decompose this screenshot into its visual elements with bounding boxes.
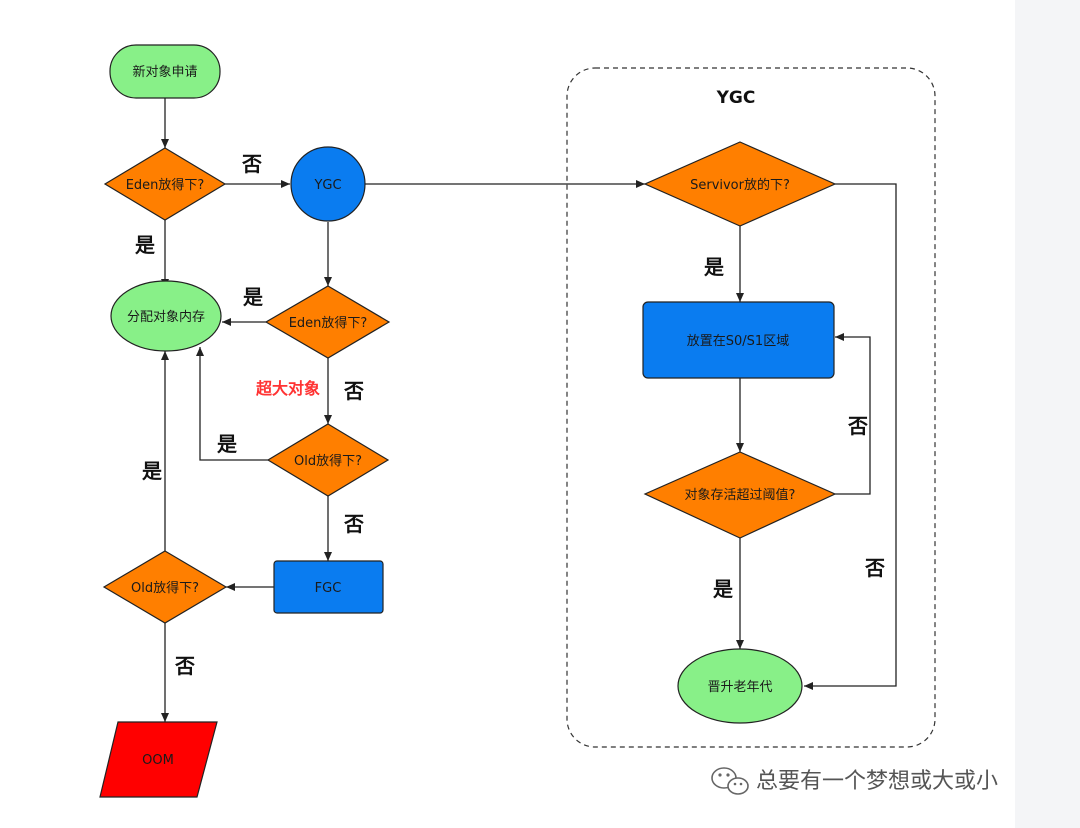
edge-label-old2-yes: 是 bbox=[141, 459, 162, 483]
node-eden-check-1: Eden放得下? bbox=[103, 147, 227, 221]
node-allocate-label: 分配对象内存 bbox=[127, 309, 205, 325]
node-start: 新对象申请 bbox=[109, 44, 221, 99]
node-ygc-circle: YGC bbox=[290, 146, 366, 222]
ygc-container-title: YGC bbox=[716, 88, 756, 108]
edge-survivor-promote bbox=[804, 183, 897, 690]
node-oom: OOM bbox=[99, 721, 218, 798]
edge-label-big-object: 超大对象 bbox=[255, 379, 320, 398]
edge-age-place bbox=[835, 333, 871, 495]
edge-label-eden1-no: 否 bbox=[241, 152, 262, 176]
node-ygc-circle-label: YGC bbox=[313, 178, 341, 193]
edge-label-old2-no: 否 bbox=[174, 654, 195, 678]
edge-label-survivor-no: 否 bbox=[864, 556, 885, 580]
node-survivor-check: Servivor放的下? bbox=[643, 141, 837, 227]
wechat-icon bbox=[711, 767, 749, 795]
node-old-check-2: Old放得下? bbox=[102, 550, 228, 624]
edge-label-survivor-yes: 是 bbox=[703, 255, 724, 279]
node-start-label: 新对象申请 bbox=[132, 64, 197, 80]
node-oom-label: OOM bbox=[142, 753, 174, 768]
node-old-check-1: Old放得下? bbox=[266, 423, 390, 497]
node-age-check: 对象存活超过阈值? bbox=[643, 451, 837, 539]
node-fgc: FGC bbox=[273, 560, 384, 614]
edge-old1-allocate bbox=[196, 347, 268, 461]
node-eden-check-2: Eden放得下? bbox=[264, 285, 391, 359]
node-eden-check-2-label: Eden放得下? bbox=[289, 315, 368, 331]
node-age-check-label: 对象存活超过阈值? bbox=[685, 487, 796, 503]
node-old-check-2-label: Old放得下? bbox=[131, 580, 199, 596]
edge-label-old1-no: 否 bbox=[343, 512, 364, 536]
edge-label-old1-yes: 是 bbox=[216, 432, 237, 456]
page-background bbox=[0, 0, 1015, 828]
edge-label-eden1-yes: 是 bbox=[134, 233, 155, 257]
ygc-container bbox=[566, 67, 936, 748]
edges bbox=[161, 98, 897, 722]
node-allocate: 分配对象内存 bbox=[110, 280, 222, 352]
edge-label-age-yes: 是 bbox=[712, 577, 733, 601]
side-gutter bbox=[1015, 0, 1080, 828]
node-promote: 晋升老年代 bbox=[677, 648, 803, 724]
node-place-survivor: 放置在S0/S1区域 bbox=[642, 301, 835, 379]
node-promote-label: 晋升老年代 bbox=[707, 680, 772, 695]
watermark-text: 总要有一个梦想或大或小 bbox=[756, 769, 998, 794]
node-fgc-label: FGC bbox=[315, 581, 342, 596]
node-survivor-check-label: Servivor放的下? bbox=[690, 177, 790, 193]
node-old-check-1-label: Old放得下? bbox=[294, 453, 362, 469]
node-eden-check-1-label: Eden放得下? bbox=[126, 177, 205, 193]
edge-label-eden2-yes: 是 bbox=[242, 285, 263, 309]
edge-label-age-no: 否 bbox=[847, 414, 868, 438]
watermark: 总要有一个梦想或大或小 bbox=[711, 767, 998, 795]
node-place-survivor-label: 放置在S0/S1区域 bbox=[687, 334, 789, 349]
edge-label-eden2-no: 否 bbox=[343, 379, 364, 403]
